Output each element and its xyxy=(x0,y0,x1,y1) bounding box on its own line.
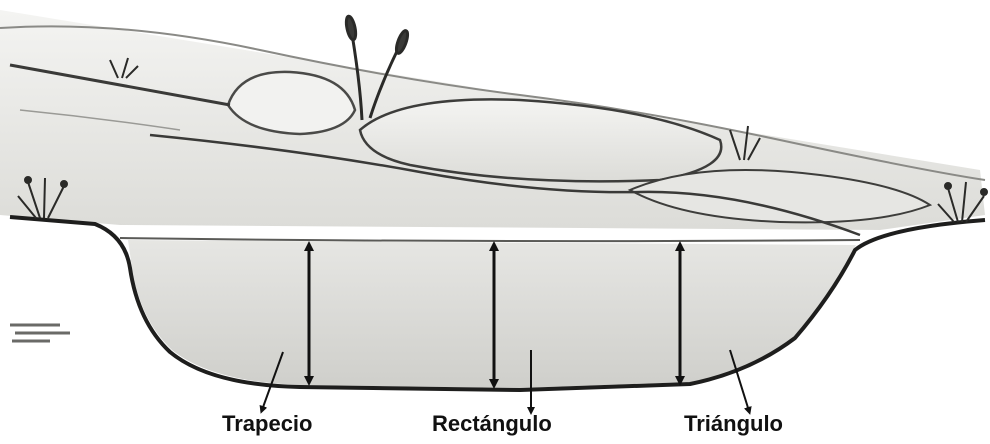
label-triangulo: Triángulo xyxy=(684,410,783,438)
water-surface-line xyxy=(120,238,860,241)
label-trapecio: Trapecio xyxy=(222,410,312,438)
label-rectangulo: Rectángulo xyxy=(432,410,552,438)
